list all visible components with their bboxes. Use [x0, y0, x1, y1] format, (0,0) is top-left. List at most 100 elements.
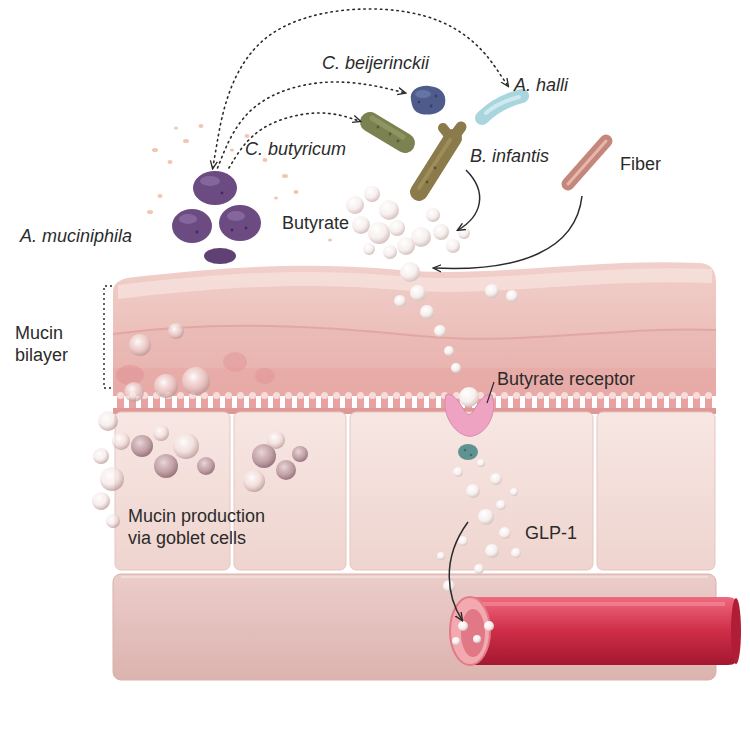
- goblet-granule: [153, 425, 169, 441]
- mucin-divider: [113, 326, 716, 339]
- mucin-layer: [113, 262, 716, 396]
- species-label: C. beijerinckii: [322, 52, 429, 74]
- bacterium-highlight: [419, 140, 450, 188]
- mucin-bubble: [112, 432, 130, 450]
- mucin-bubble: [129, 334, 151, 356]
- glp1-molecule: [499, 527, 511, 539]
- mucin-bubble: [154, 374, 178, 398]
- bacterium-speckle: [397, 140, 400, 143]
- cross-feeding-arrow: [229, 113, 360, 168]
- butyrate-molecule: [352, 216, 370, 234]
- bacterium-body: [172, 209, 212, 243]
- glp1-molecule: [485, 544, 499, 558]
- butyrate-molecule: [383, 245, 397, 259]
- glp1-molecule: [458, 536, 468, 546]
- annotation-label: Butyrate: [282, 212, 349, 234]
- particle: [147, 210, 153, 214]
- butyrate-molecule: [346, 196, 364, 214]
- bacterium-speckle: [389, 133, 392, 136]
- particle: [230, 149, 234, 152]
- bacterium-highlight: [372, 118, 403, 137]
- bacterium-body: [204, 248, 236, 264]
- bacterium-node: A. halli: [472, 86, 532, 128]
- mucin-bubble: [182, 367, 210, 395]
- bacterium-speckle: [196, 231, 199, 234]
- species-label: A. halli: [514, 74, 568, 96]
- species-label: Fiber: [620, 153, 661, 175]
- butyrate-molecule: [506, 290, 518, 302]
- bacterium-node: B. infantis: [405, 122, 467, 204]
- bacterium-speckle: [245, 227, 248, 230]
- bacterium-body: [219, 205, 261, 241]
- cross-feeding-arrow: [218, 82, 406, 168]
- production-arrow: [458, 170, 480, 230]
- mucin-bubble: [106, 514, 120, 528]
- bacterium-highlight: [415, 90, 431, 98]
- bound-butyrate: [459, 387, 479, 407]
- bacterium-speckle: [418, 101, 421, 104]
- secretion-arrow: [449, 522, 468, 620]
- butyrate-molecule: [451, 363, 461, 373]
- node-shape: [405, 122, 467, 204]
- butyrate-molecule: [368, 222, 390, 244]
- annotation-label: Mucin bilayer: [15, 322, 93, 366]
- lamina-highlight: [121, 576, 708, 578]
- fiber-groove: [568, 141, 606, 184]
- glp1-molecule: [477, 459, 485, 467]
- butyrate-molecule: [364, 186, 380, 202]
- fermentation-arrow: [434, 196, 582, 268]
- mucin-bubble: [168, 323, 184, 339]
- node-shape: [170, 168, 265, 263]
- goblet-granule: [243, 470, 265, 492]
- glp1-molecule: [511, 548, 521, 558]
- bacterium-body: [419, 138, 453, 192]
- mucin-bubble: [100, 467, 124, 491]
- bacterium-branch: [443, 128, 451, 138]
- bacterium-node: C. butyricum: [360, 110, 415, 155]
- cross-feeding-arrow: [213, 9, 508, 168]
- inner-mucin-layer: [113, 326, 716, 396]
- mucin-bubble: [92, 492, 110, 510]
- glp1-molecule: [484, 621, 494, 631]
- particle: [294, 190, 299, 194]
- bacterium-speckle: [221, 192, 224, 195]
- species-label: C. butyricum: [245, 138, 346, 160]
- bacterium-speckle: [377, 126, 380, 129]
- goblet-granule: [154, 454, 178, 478]
- goblet-granule: [292, 446, 308, 462]
- mucin-bubble: [98, 411, 118, 431]
- bacterium-speckle: [435, 95, 438, 98]
- bacterium-speckle: [430, 105, 433, 108]
- particle: [174, 127, 178, 130]
- g-protein-speckle: [464, 449, 467, 452]
- mucin-bubble: [93, 448, 109, 464]
- annotation-label: Butyrate receptor: [497, 368, 635, 390]
- butyrate-molecule: [444, 346, 454, 356]
- butyrate-molecule: [379, 200, 399, 220]
- bacterium-body: [411, 86, 446, 115]
- species-label: A. muciniphila: [20, 225, 132, 247]
- node-shape: [360, 110, 415, 155]
- mucin-base: [113, 368, 716, 396]
- goblet-granule: [267, 431, 285, 449]
- bacterium-body: [193, 171, 237, 205]
- butyrate-molecule: [411, 227, 431, 247]
- bacterium-highlight: [179, 214, 197, 224]
- particle: [183, 139, 189, 143]
- node-shape: [405, 82, 449, 118]
- butyrate-molecule: [400, 262, 420, 282]
- particle: [274, 197, 278, 200]
- glp1-molecule: [474, 564, 484, 574]
- particle: [168, 160, 173, 164]
- glp1-molecule: [453, 467, 463, 477]
- particle: [328, 239, 332, 242]
- goblet-granule: [276, 460, 296, 480]
- annotation-label: Mucin production via goblet cells: [128, 505, 288, 549]
- bacterium-node: Fiber: [562, 135, 612, 190]
- g-protein: [458, 444, 478, 460]
- butyrate-molecule: [426, 208, 440, 222]
- vessel-lumen: [461, 609, 485, 657]
